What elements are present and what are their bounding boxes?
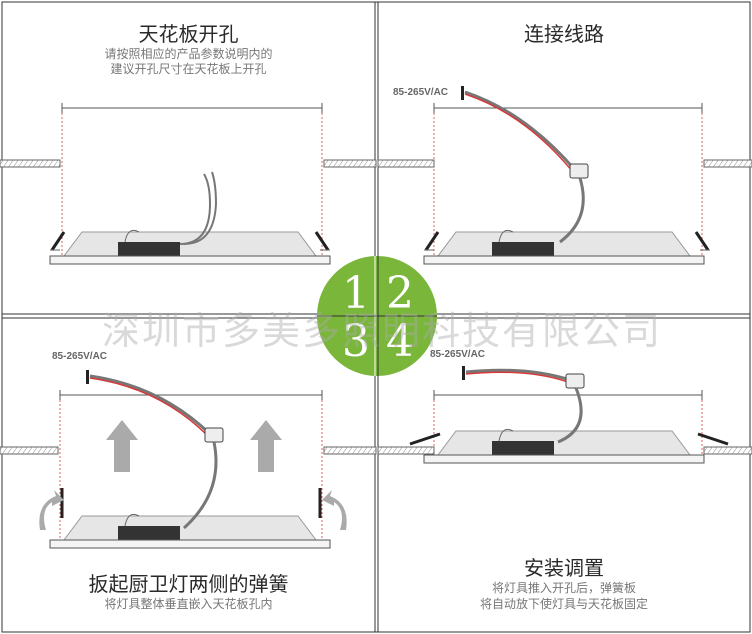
step-number-2: 2: [386, 268, 414, 319]
up-arrow-icon: [106, 420, 138, 472]
up-arrow-icon: [250, 420, 282, 472]
step-3-voltage-label: 85-265V/AC: [52, 351, 108, 362]
panel-3-illustration: [0, 370, 377, 549]
rotate-arrow-icon: [39, 490, 64, 530]
rotate-arrow-icon: [322, 490, 347, 530]
step-1-description-line-2: 建议开孔尺寸在天花板上开孔: [110, 62, 267, 76]
step-1-description-line-1: 请按照相应的产品参数说明内的: [104, 47, 273, 61]
step-3-title: 扳起厨卫灯两侧的弹簧: [88, 572, 289, 596]
panel-4-illustration: [377, 366, 752, 464]
step-1-title: 天花板开孔: [138, 22, 239, 46]
step-number-1: 1: [342, 268, 370, 319]
panel-2-illustration: [377, 86, 752, 265]
step-2-title: 连接线路: [524, 22, 604, 46]
step-number-3: 3: [342, 316, 370, 367]
panel-1-illustration: [0, 103, 377, 265]
step-number-4: 4: [386, 316, 414, 367]
step-3-description: 将灯具整体垂直嵌入天花板孔内: [104, 597, 273, 611]
step-4-description-line-2: 将自动放下使灯具与天花板固定: [479, 597, 648, 611]
step-4-description-line-1: 将灯具推入开孔后，弹簧板: [491, 581, 636, 595]
step-4-voltage-label: 85-265V/AC: [430, 349, 486, 360]
step-2-voltage-label: 85-265V/AC: [393, 87, 449, 98]
step-4-title: 安装调置: [524, 556, 604, 580]
watermark: 深圳市多美多照明科技有限公司: [101, 309, 662, 353]
